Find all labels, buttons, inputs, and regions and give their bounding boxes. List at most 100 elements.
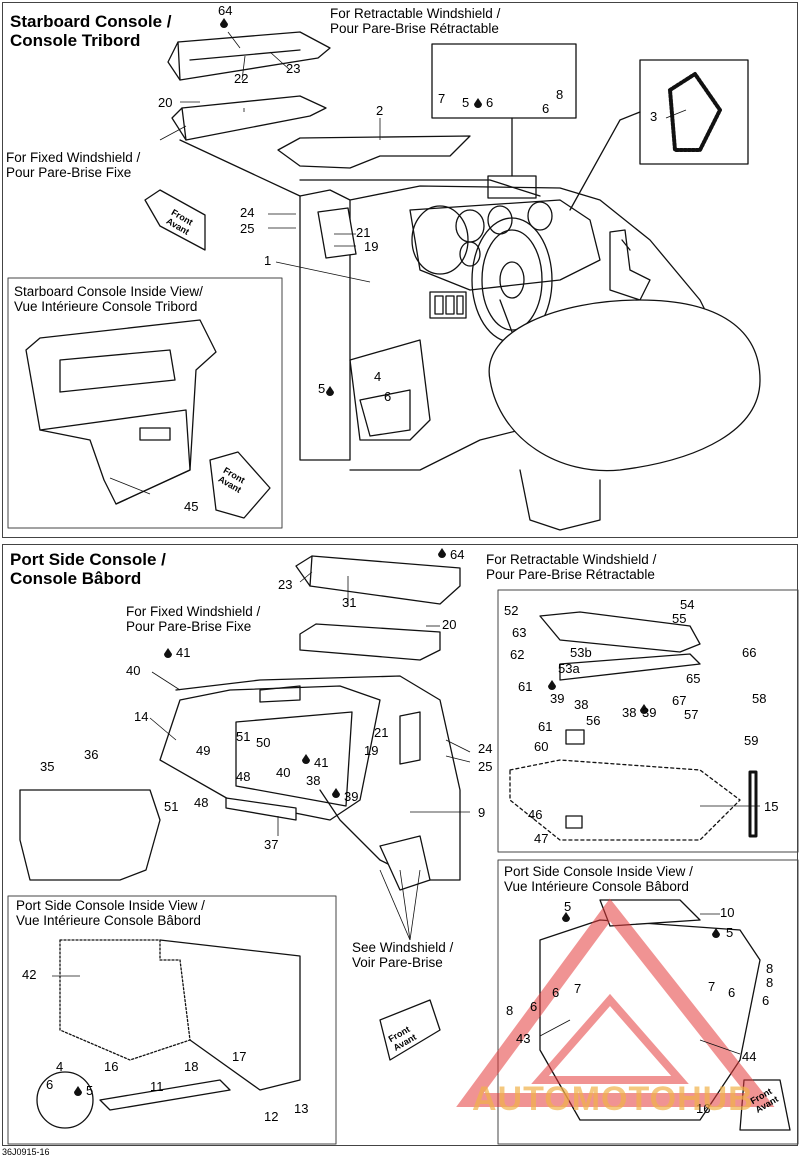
see-windshield-caption: See Windshield /Voir Pare-Brise bbox=[352, 940, 454, 970]
part-63: 63 bbox=[512, 625, 527, 640]
part-43: 43 bbox=[516, 1031, 531, 1046]
part-6a: 6 bbox=[486, 95, 494, 110]
part-24: 24 bbox=[478, 741, 493, 756]
part-61b: 61 bbox=[538, 719, 553, 734]
part-17: 17 bbox=[232, 1049, 247, 1064]
part-6b: 6 bbox=[542, 101, 550, 116]
part-40b: 40 bbox=[276, 765, 291, 780]
part-39: 39 bbox=[344, 789, 359, 804]
part-5-b: 5 bbox=[726, 925, 734, 940]
port-panel bbox=[2, 544, 798, 1146]
part-6-a: 6 bbox=[552, 985, 560, 1000]
starboard-title: Starboard Console / Console Tribord bbox=[10, 12, 172, 50]
part-16: 16 bbox=[696, 1101, 711, 1116]
part-1: 1 bbox=[264, 253, 272, 268]
part-8-b: 8 bbox=[506, 1003, 514, 1018]
starboard-retractable-caption: For Retractable Windshield /Pour Pare-Br… bbox=[330, 6, 501, 36]
part-60: 60 bbox=[534, 739, 549, 754]
part-66: 66 bbox=[742, 645, 757, 660]
part-8-c: 8 bbox=[766, 975, 774, 990]
part-4: 4 bbox=[374, 369, 382, 384]
part-25: 25 bbox=[478, 759, 493, 774]
part-31: 31 bbox=[342, 595, 357, 610]
port-inside-left-caption: Port Side Console Inside View /Vue Intér… bbox=[16, 898, 205, 928]
part-6-c: 6 bbox=[728, 985, 736, 1000]
part-7-a: 7 bbox=[574, 981, 582, 996]
starboard-inside-caption: Starboard Console Inside View/Vue Intéri… bbox=[14, 284, 203, 314]
part-6: 6 bbox=[46, 1077, 54, 1092]
part-20: 20 bbox=[158, 95, 173, 110]
part-5: 5 bbox=[86, 1083, 94, 1098]
part-62: 62 bbox=[510, 647, 525, 662]
part-7: 7 bbox=[438, 91, 446, 106]
part-48b: 48 bbox=[236, 769, 251, 784]
part-41a: 41 bbox=[176, 645, 191, 660]
part-22: 22 bbox=[234, 71, 249, 86]
part-5b: 5 bbox=[318, 381, 326, 396]
part-13: 13 bbox=[294, 1101, 309, 1116]
part-19: 19 bbox=[364, 239, 379, 254]
watermark-logo: AUTOMOTOHUB bbox=[472, 1080, 754, 1118]
part-14: 14 bbox=[134, 709, 149, 724]
part-20: 20 bbox=[442, 617, 457, 632]
part-53b: 53b bbox=[570, 645, 592, 660]
part-49: 49 bbox=[196, 743, 211, 758]
part-56: 56 bbox=[586, 713, 601, 728]
part-64: 64 bbox=[218, 3, 233, 18]
part-55: 55 bbox=[672, 611, 687, 626]
part-3: 3 bbox=[650, 109, 658, 124]
part-25: 25 bbox=[240, 221, 255, 236]
starboard-fixed-caption: For Fixed Windshield /Pour Pare-Brise Fi… bbox=[6, 150, 141, 180]
figure-id: 36J0915-16 bbox=[2, 1147, 50, 1157]
part-41b: 41 bbox=[314, 755, 329, 770]
part-15: 15 bbox=[764, 799, 779, 814]
part-35: 35 bbox=[40, 759, 55, 774]
part-18: 18 bbox=[184, 1059, 199, 1074]
part-38b: 38 bbox=[622, 705, 637, 720]
part-44: 44 bbox=[742, 1049, 757, 1064]
part-51a: 51 bbox=[236, 729, 251, 744]
part-2: 2 bbox=[376, 103, 384, 118]
part-45: 45 bbox=[184, 499, 199, 514]
part-42: 42 bbox=[22, 967, 37, 982]
part-5: 5 bbox=[462, 95, 470, 110]
part-61a: 61 bbox=[518, 679, 533, 694]
part-51b: 51 bbox=[164, 799, 179, 814]
part-16a: 16 bbox=[104, 1059, 119, 1074]
part-64: 64 bbox=[450, 547, 465, 562]
part-9: 9 bbox=[478, 805, 486, 820]
part-37: 37 bbox=[264, 837, 279, 852]
part-6-d: 6 bbox=[762, 993, 770, 1008]
part-11: 11 bbox=[150, 1079, 164, 1094]
starboard-panel bbox=[2, 2, 798, 538]
part-12: 12 bbox=[264, 1109, 279, 1124]
part-21: 21 bbox=[374, 725, 389, 740]
part-38: 38 bbox=[306, 773, 321, 788]
part-6c: 6 bbox=[384, 389, 392, 404]
port-title: Port Side Console /Console Bâbord bbox=[10, 550, 166, 588]
part-48a: 48 bbox=[194, 795, 209, 810]
part-65: 65 bbox=[686, 671, 701, 686]
part-36: 36 bbox=[84, 747, 99, 762]
part-4: 4 bbox=[56, 1059, 64, 1074]
part-58: 58 bbox=[752, 691, 767, 706]
port-fixed-caption: For Fixed Windshield /Pour Pare-Brise Fi… bbox=[126, 604, 261, 634]
part-59: 59 bbox=[744, 733, 759, 748]
port-retractable-caption: For Retractable Windshield /Pour Pare-Br… bbox=[486, 552, 657, 582]
part-46: 46 bbox=[528, 807, 543, 822]
part-67: 67 bbox=[672, 693, 687, 708]
part-40a: 40 bbox=[126, 663, 141, 678]
part-7-b: 7 bbox=[708, 979, 716, 994]
part-21: 21 bbox=[356, 225, 371, 240]
part-10: 10 bbox=[720, 905, 735, 920]
part-47: 47 bbox=[534, 831, 549, 846]
part-38a: 38 bbox=[574, 697, 589, 712]
part-54: 54 bbox=[680, 597, 695, 612]
part-39b: 39 bbox=[642, 705, 657, 720]
part-8: 8 bbox=[556, 87, 564, 102]
part-23: 23 bbox=[278, 577, 293, 592]
part-23: 23 bbox=[286, 61, 301, 76]
part-39a: 39 bbox=[550, 691, 565, 706]
port-inside-right-caption: Port Side Console Inside View /Vue Intér… bbox=[504, 864, 693, 894]
